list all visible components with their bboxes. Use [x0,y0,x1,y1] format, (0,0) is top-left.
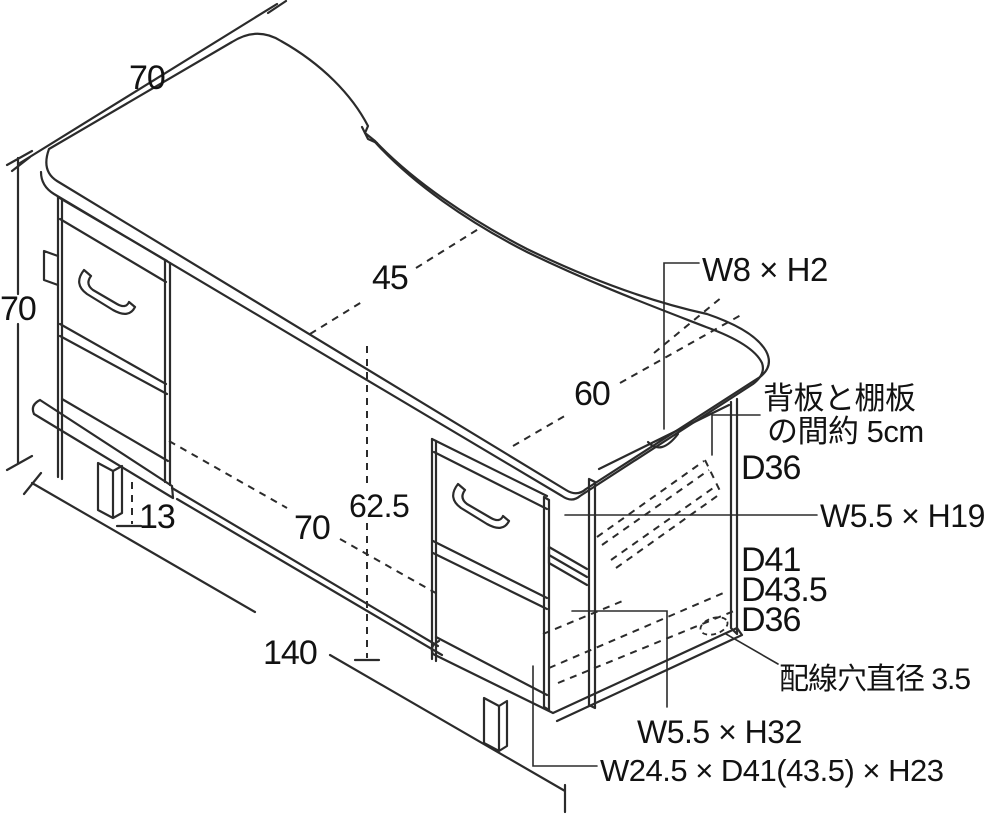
right-shelf-floor-edge [434,635,549,697]
right-pedestal-top-edge [430,437,549,498]
label-wiring-hole: 配線穴直径 3.5 [779,663,970,696]
back-panel-hidden-edge [653,296,723,354]
desktop-edge-band [39,140,765,501]
shelf-visible-segment [547,545,589,587]
label-leg-height: 13 [139,498,175,536]
wiring-hole [699,616,729,636]
dim-line-height-left [5,149,34,472]
left-pedestal-right-edge [163,258,172,487]
label-depth-43-5: D43.5 [741,571,827,609]
left-base-plinth [31,398,175,500]
left-leg [96,461,124,520]
right-leg [482,696,509,753]
knee-back-panel-bottom [170,486,444,657]
label-bottom-depth: D36 [741,601,800,639]
right-base-corner [430,639,441,656]
label-gap-note-line1: 背板と棚板 [763,381,916,416]
leader-wiring-hole [725,633,779,665]
left-drawer-handle [78,268,137,315]
dim-line-depth-right [512,314,742,447]
right-bottom-board-edge [431,626,744,723]
left-drawer-bottom-gap [58,322,169,396]
leader-cable-slot [663,262,700,430]
left-pedestal-front-edge [56,195,64,481]
left-drawer-top-gap [58,217,168,284]
label-desktop-depth-mid: 45 [372,259,408,297]
dim-line-depth-top [10,0,288,173]
label-shelf-depth: D36 [741,449,800,487]
dim-line-depth-mid [309,227,481,335]
desktop-top-outline [45,32,771,495]
desktop-scoop-notch [360,125,379,145]
left-shelf-floor-edge [60,397,170,463]
label-open-section: W24.5 × D41(43.5) × H23 [600,753,943,788]
hidden-shelf-edges [596,459,722,569]
label-divider-lower: W5.5 × H32 [637,714,802,750]
label-divider-upper: W5.5 × H19 [820,498,985,534]
leader-open-section [532,665,598,767]
label-knee-height: 62.5 [349,488,409,524]
left-side-ledge [42,249,60,287]
label-cable-slot: W8 × H2 [702,251,828,288]
right-pedestal-front-edge [430,437,438,663]
divider-panel-back [587,477,597,710]
label-desktop-depth-right: 60 [574,375,610,413]
leader-divider-lower [571,610,668,708]
label-knee-width: 70 [294,509,330,547]
back-panel-top-edge [597,403,731,471]
right-drawer-handle [452,482,511,529]
leader-gap-note [711,414,761,456]
divider-panel-front [542,495,551,712]
right-drawer-top-gap [432,450,549,511]
label-height-left: 70 [0,290,36,328]
dim-line-total-width [22,471,567,814]
label-gap-note-line2: の間約 5cm [767,414,924,449]
label-depth-top: 70 [129,59,165,97]
dim-line-knee-width [168,440,442,597]
left-pedestal-top-edge [56,195,169,263]
label-total-width: 140 [263,634,317,672]
label-depth-41: D41 [741,541,800,579]
bottom-board-hidden-edges [542,590,735,684]
right-drawer-bottom-gap [431,539,549,611]
